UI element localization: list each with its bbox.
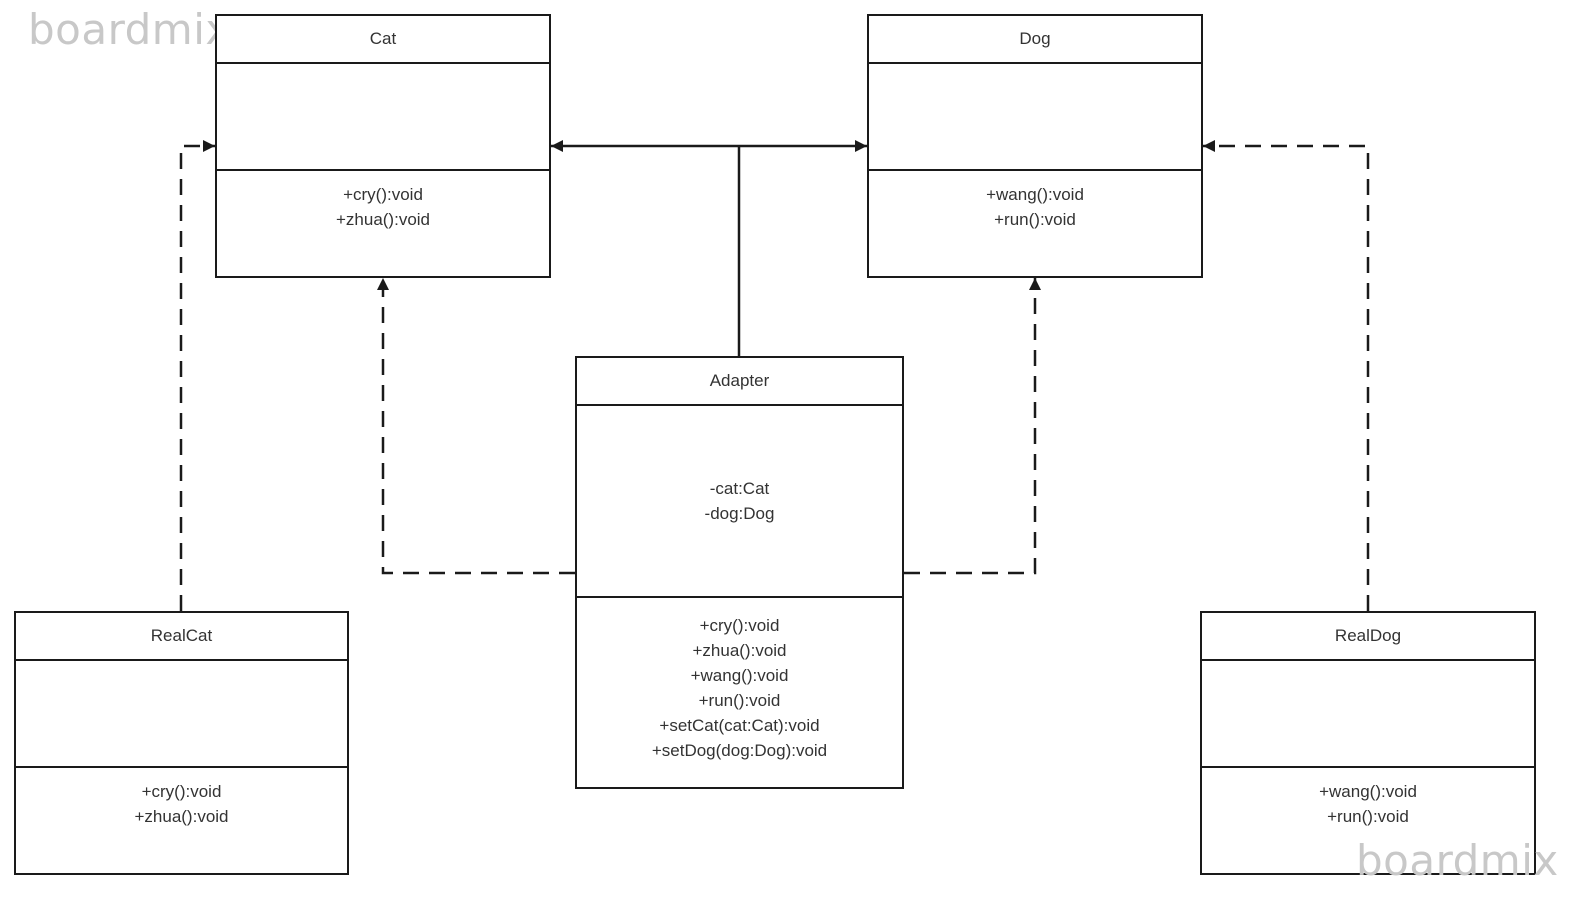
method-line: +cry():void <box>699 615 780 635</box>
class-methods: +wang():void +run():void <box>869 171 1201 276</box>
class-methods: +cry():void +zhua():void <box>217 171 549 276</box>
class-realcat[interactable]: RealCat +cry():void +zhua():void <box>14 611 349 875</box>
method-line: +wang():void <box>690 665 789 685</box>
method-line: +setDog(dog:Dog):void <box>651 740 828 760</box>
method-line: +run():void <box>994 209 1076 229</box>
class-name-text: RealCat <box>150 626 213 645</box>
class-cat[interactable]: Cat +cry():void +zhua():void <box>215 14 551 278</box>
adapter-to-cat-dashed <box>377 278 575 575</box>
method-line: +cry():void <box>141 781 222 801</box>
class-name: Adapter <box>577 358 902 406</box>
class-name: Dog <box>869 16 1201 64</box>
class-name-text: Cat <box>369 29 397 48</box>
method-line: +run():void <box>698 690 781 710</box>
class-name: RealCat <box>16 613 347 661</box>
method-line: +setCat(cat:Cat):void <box>659 715 820 735</box>
method-line: +cry():void <box>343 184 423 204</box>
class-dog[interactable]: Dog +wang():void +run():void <box>867 14 1203 278</box>
realcat-to-cat-dashed <box>179 140 215 611</box>
attribute-line: -dog:Dog <box>704 504 775 523</box>
class-attributes <box>1202 661 1534 768</box>
method-line: +wang():void <box>986 184 1084 204</box>
class-methods: +cry():void +zhua():void <box>16 768 347 873</box>
class-name: Cat <box>217 16 549 64</box>
class-name: RealDog <box>1202 613 1534 661</box>
class-methods: +wang():void +run():void <box>1202 768 1534 873</box>
realdog-to-dog-dashed <box>1203 140 1370 611</box>
class-attributes <box>16 661 347 768</box>
class-attributes: -cat:Cat -dog:Dog <box>577 406 902 598</box>
method-line: +zhua():void <box>692 640 787 660</box>
method-line: +wang():void <box>1319 781 1417 801</box>
class-name-text: RealDog <box>1334 626 1402 645</box>
class-name-text: Adapter <box>709 371 770 390</box>
adapter-to-dog-dashed <box>904 278 1041 575</box>
class-attributes <box>869 64 1201 171</box>
class-attributes <box>217 64 549 171</box>
method-line: +zhua():void <box>335 209 431 229</box>
boardmix-watermark-top: boardmix <box>28 5 231 54</box>
attribute-line: -cat:Cat <box>709 479 770 498</box>
class-realdog[interactable]: RealDog +wang():void +run():void <box>1200 611 1536 875</box>
class-name-text: Dog <box>1019 29 1051 48</box>
boardmix-watermark-bottom: boardmix <box>1356 836 1559 885</box>
class-adapter[interactable]: Adapter -cat:Cat -dog:Dog +cry():void +zhu… <box>575 356 904 789</box>
class-methods: +cry():void +zhua():void +wang():void +run(… <box>577 598 902 787</box>
method-line: +run():void <box>1327 806 1409 826</box>
method-line: +zhua():void <box>134 806 229 826</box>
